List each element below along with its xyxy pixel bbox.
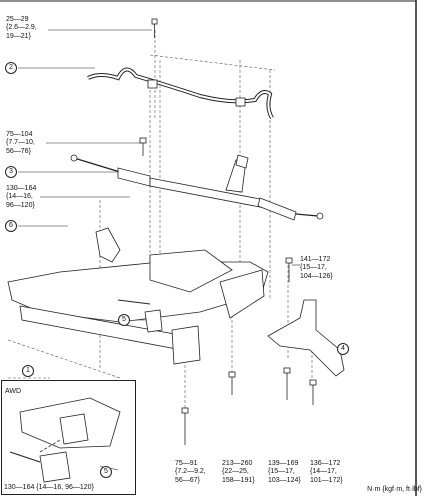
bolt-crossmember-rear <box>285 257 293 282</box>
torque-label-crossmember-front-bolt: 130—164 {14—16, 96—120} <box>6 185 37 209</box>
awd-inset-title: AWD <box>5 388 22 395</box>
lower-bolts <box>181 367 317 445</box>
alignment-lines <box>7 30 313 410</box>
callout-5: 5 <box>118 314 130 326</box>
stabilizer-bushing-left <box>147 79 158 89</box>
callout-4: 4 <box>337 343 349 355</box>
torque-label-stabilizer-bolt: 25—29 {2.6—2.9, 19—21} <box>6 16 37 40</box>
torque-label-bushing-bolt: 75—91 {7.2—9.2, 56—67} <box>175 460 206 484</box>
callout-1: 1 <box>22 365 34 377</box>
units-label: N·m {kgf·m, ft·lbf} <box>367 486 422 493</box>
torque-label-awd-bolt: 130—164 {14—16, 96—120} <box>4 484 94 491</box>
bolt-stabilizer <box>151 18 158 38</box>
callout-6: 6 <box>5 220 17 232</box>
callout-2: 2 <box>5 62 17 74</box>
torque-label-lower-arm-rear-bolt: 136—172 {14—17, 101—172} <box>310 460 343 484</box>
bolt-bushing <box>117 299 151 305</box>
callout-5-awd: 5 <box>100 466 112 478</box>
crossmember <box>7 227 269 365</box>
torque-label-crossmember-mount-bolt: 213—260 {22—25, 158—191} <box>222 460 255 484</box>
callout-3: 3 <box>5 166 17 178</box>
torque-label-steering-gear-bolt: 75—104 {7.7—10, 56—76} <box>6 131 35 155</box>
stabilizer-bar-highlight <box>87 68 273 119</box>
mounting-bushing <box>144 309 163 333</box>
leader-lines <box>18 29 338 471</box>
lower-arm <box>267 299 345 377</box>
awd-inset-box <box>1 380 136 495</box>
bolt-steering-gear <box>139 137 147 156</box>
torque-label-lower-arm-front-bolt: 139—169 {15—17, 103—124} <box>268 460 301 484</box>
steering-gear <box>70 154 324 221</box>
stabilizer-bushing-right <box>235 97 246 107</box>
awd-inset-sketch <box>9 397 121 483</box>
torque-label-crossmember-rear-bolt: 141—172 {15—17, 104—126} <box>300 256 333 280</box>
